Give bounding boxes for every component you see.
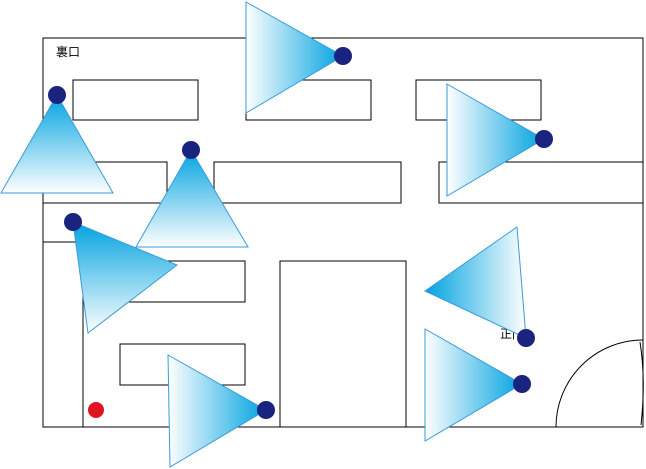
- security-camera-icon: [245, 1, 352, 114]
- counter-block: [279, 260, 407, 428]
- security-camera-icon: [424, 226, 535, 347]
- door-swing-icon: [555, 339, 644, 428]
- shelf: [213, 161, 402, 204]
- security-camera-icon: [446, 83, 553, 197]
- shelf: [72, 79, 199, 121]
- security-camera-icon: [0, 86, 114, 194]
- building-outline: [42, 37, 644, 428]
- back-door-label: 裏口: [56, 44, 80, 59]
- red-dot-marker-icon: [88, 402, 104, 418]
- security-camera-icon: [135, 141, 249, 248]
- security-camera-icon: [167, 354, 275, 468]
- security-camera-icon: [424, 328, 531, 442]
- security-camera-icon: [64, 213, 178, 334]
- partition-wall: [43, 241, 84, 427]
- shelf: [438, 161, 644, 204]
